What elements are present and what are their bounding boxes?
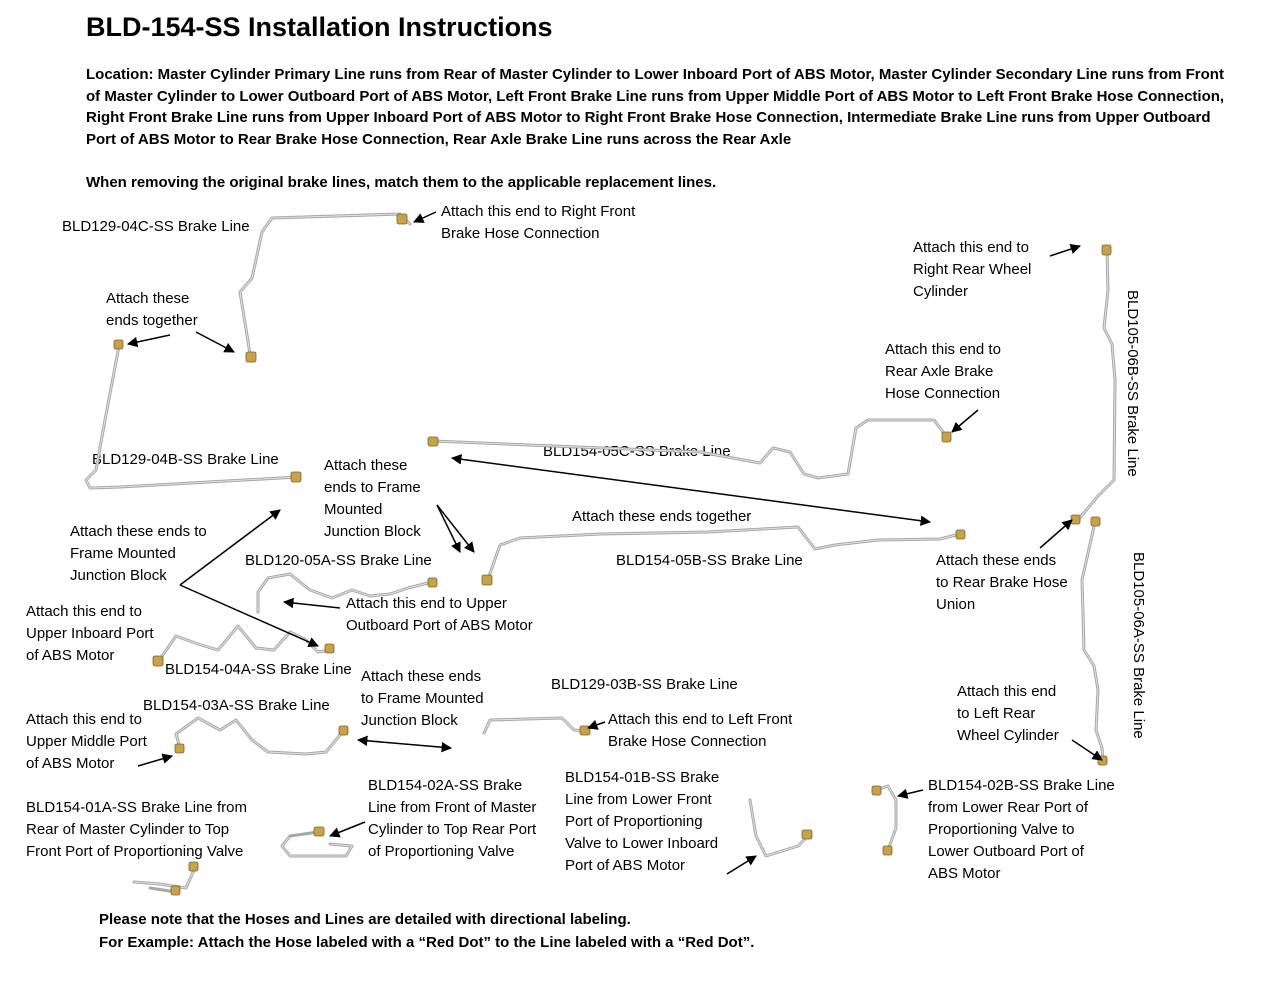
label-bld129-04c: BLD129-04C-SS Brake Line [62,218,250,235]
label-bld154-04a: BLD154-04A-SS Brake Line [165,661,352,678]
label-bld154-02b: BLD154-02B-SS Brake Line from Lower Rear… [928,777,1115,882]
callout-ends-together-1: Attach these ends together [106,290,198,329]
brake-line-bld129-04b [84,339,302,490]
brake-line-bld154-04a [152,624,335,667]
callout-rear-axle-hose: Attach this end to Rear Axle Brake Hose … [885,341,1001,402]
callout-frame-junction-3: Attach these ends to Frame Mounted Junct… [361,668,484,729]
labeling-note: Please note that the Hoses and Lines are… [99,911,755,951]
label-bld120-05a: BLD120-05A-SS Brake Line [245,552,432,569]
callout-left-rear-wheel: Attach this end to Left Rear Wheel Cylin… [957,683,1059,744]
brake-line-bld154-03a [174,716,349,756]
label-bld154-01a: BLD154-01A-SS Brake Line from Rear of Ma… [26,799,247,860]
brake-line-bld154-05c [427,418,952,480]
callout-upper-inboard-abs: Attach this end to Upper Inboard Port of… [26,603,154,664]
brake-line-bld154-01b [748,798,813,858]
brake-line-bld154-05b [481,525,966,586]
brake-line-bld129-03b [482,716,591,736]
callout-right-rear-wheel: Attach this end to Right Rear Wheel Cyli… [913,239,1032,300]
brake-line-bld105-06a [1080,516,1108,766]
callout-upper-outboard-abs: Attach this end to Upper Outboard Port o… [346,595,533,634]
brake-line-bld154-01a [132,861,199,896]
callout-right-front-hose: Attach this end to Right Front Brake Hos… [441,203,636,242]
label-bld129-03b: BLD129-03B-SS Brake Line [551,676,738,693]
removal-instruction: When removing the original brake lines, … [86,174,717,191]
callout-left-front-hose: Attach this end to Left Front Brake Hose… [608,711,793,750]
callout-arrows [126,211,1103,875]
brake-line-bld154-02b [871,784,898,856]
label-bld154-02a: BLD154-02A-SS Brake Line from Front of M… [368,777,537,860]
callout-upper-middle-abs: Attach this end to Upper Middle Port of … [26,711,147,772]
callout-rear-hose-union: Attach these ends to Rear Brake Hose Uni… [936,552,1068,613]
label-bld154-05b: BLD154-05B-SS Brake Line [616,552,803,569]
brake-line-bld154-02a [280,826,354,858]
brake-line-bld105-06b [1070,244,1117,525]
label-bld154-03a: BLD154-03A-SS Brake Line [143,697,330,714]
callout-frame-junction-2: Attach these ends to Frame Mounted Junct… [70,523,207,584]
label-bld154-01b: BLD154-01B-SS Brake Line from Lower Fron… [565,769,720,874]
label-bld129-04b: BLD129-04B-SS Brake Line [92,451,279,468]
page-title: BLD-154-SS Installation Instructions [86,12,553,42]
callout-frame-junction-1: Attach these ends to Frame Mounted Junct… [324,457,421,540]
brake-line-bld120-05a [256,572,438,614]
brake-line-bld129-04c [238,212,412,363]
location-description: Location: Master Cylinder Primary Line r… [86,66,1225,148]
